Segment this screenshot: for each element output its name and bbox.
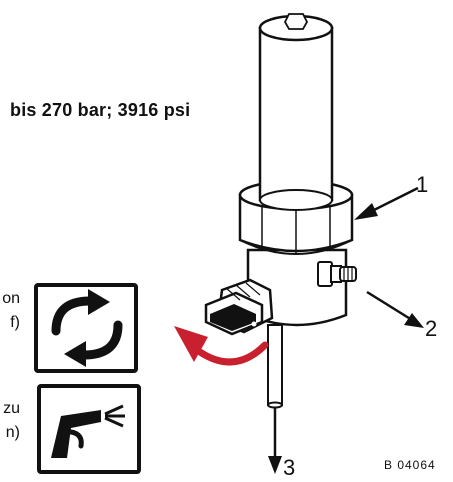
circulation-arrows-icon (51, 289, 123, 367)
circulation-label-fragment-2: f) (10, 314, 20, 331)
callout-arrow-3 (268, 407, 282, 474)
callout-number-3: 3 (283, 455, 296, 480)
callout-number-1: 1 (416, 172, 429, 197)
callout-arrow-1 (354, 186, 419, 220)
figure-code: B 04064 (384, 458, 436, 472)
circulation-label-fragment-1: on (2, 290, 20, 307)
spray-gun-icon-box (37, 384, 141, 474)
spray-gun-icon (51, 404, 125, 458)
callout-number-2: 2 (425, 316, 438, 341)
valve-knob (204, 278, 274, 336)
spray-label-fragment-2: n) (5, 424, 20, 441)
rotate-arrow-icon (174, 326, 269, 366)
spray-label-fragment-1: zu (3, 400, 20, 417)
side-fitting (317, 261, 357, 287)
circulation-icon-box (34, 283, 138, 373)
pressure-label: bis 270 bar; 3916 psi (10, 100, 191, 120)
filter-cylinder (258, 13, 334, 211)
callout-arrow-2 (366, 290, 424, 328)
outlet-pipe (267, 324, 283, 409)
